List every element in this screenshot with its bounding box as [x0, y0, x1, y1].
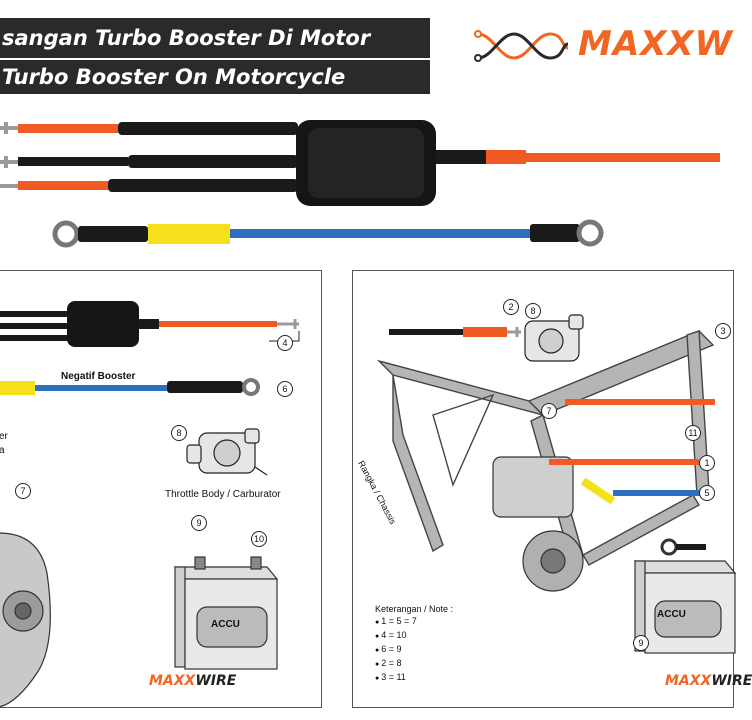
title-line-indonesian: sangan Turbo Booster Di Motor	[0, 18, 430, 58]
battery-drawing-left	[173, 556, 279, 670]
callout-4: 4	[277, 335, 293, 351]
left-diagram-panel: Negatif Booster Throttle Body / Carburat…	[0, 270, 322, 708]
fork-terminal-icon	[0, 122, 18, 188]
callout-9-right: 9	[633, 635, 649, 651]
note-item: 4 = 10	[375, 629, 453, 643]
title-line-english: Turbo Booster On Motorcycle	[0, 58, 430, 94]
callout-9: 9	[191, 515, 207, 531]
accu-label-left: ACCU	[211, 619, 240, 630]
maxxwire-logo: MAXXW	[472, 18, 732, 70]
callout-7-right: 7	[541, 403, 557, 419]
callout-2: 2	[503, 299, 519, 315]
chassis-frame-drawing	[376, 330, 715, 566]
title-text-1: sangan Turbo Booster Di Motor	[2, 26, 371, 50]
engine-drawing-left	[0, 532, 51, 708]
callout-3: 3	[715, 323, 731, 339]
ring-terminal-icon	[52, 220, 80, 248]
right-diagram-panel: Rangka / Chassis ACCU Keterangan / Note …	[352, 270, 752, 708]
note-item: 1 = 5 = 7	[375, 615, 453, 629]
callout-5: 5	[699, 485, 715, 501]
throttle-body-label: Throttle Body / Carburator	[165, 489, 281, 500]
note-item: 3 = 11	[375, 671, 453, 685]
note-title: Keterangan / Note :	[375, 604, 454, 614]
module-small	[67, 301, 139, 347]
callout-8-right: 8	[525, 303, 541, 319]
callout-7: 7	[15, 483, 31, 499]
note-block: Keterangan / Note : 1 = 5 = 7 4 = 10 6 =…	[375, 603, 453, 685]
battery-drawing-right	[633, 560, 737, 654]
ring-terminal-icon-2	[576, 219, 604, 247]
cut-label-2: a	[0, 445, 5, 456]
note-item: 6 = 9	[375, 643, 453, 657]
maxxwire-small-logo-left: MAXXWIRE	[149, 673, 237, 689]
callout-10: 10	[251, 531, 267, 547]
cut-label-1: er	[0, 431, 8, 442]
callout-1: 1	[699, 455, 715, 471]
negatif-booster-label: Negatif Booster	[61, 371, 136, 382]
note-item: 2 = 8	[375, 657, 453, 671]
maxxwire-logo-text: MAXXW	[578, 24, 734, 64]
callout-11: 11	[685, 425, 701, 441]
maxxwire-small-logo-right: MAXXWIRE	[665, 673, 752, 689]
maxxwire-wave-icon	[474, 30, 569, 62]
throttle-body-drawing	[186, 428, 268, 476]
callout-6: 6	[277, 381, 293, 397]
orange-wire	[18, 124, 118, 133]
accu-label-right: ACCU	[657, 609, 686, 620]
throttle-body-drawing-right	[524, 314, 584, 362]
engine-drawing-right	[492, 456, 584, 592]
title-text-2: Turbo Booster On Motorcycle	[2, 65, 346, 89]
callout-8: 8	[171, 425, 187, 441]
harness-illustration	[0, 120, 720, 248]
